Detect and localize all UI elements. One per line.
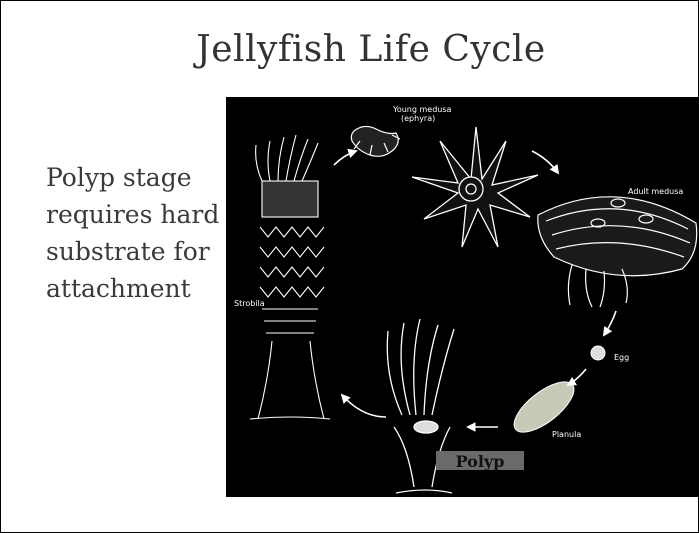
label-polyp: Polyp: [436, 451, 524, 470]
life-cycle-diagram: Young medusa (ephyra) Adult medusa Egg P…: [226, 97, 699, 497]
body-line: substrate for: [46, 233, 246, 270]
label-ephyra: (ephyra): [401, 114, 435, 123]
label-strobila: Strobila: [234, 299, 265, 308]
slide-title: Jellyfish Life Cycle: [1, 29, 699, 70]
body-line: requires hard: [46, 196, 246, 233]
label-egg: Egg: [614, 353, 629, 362]
label-young-medusa: Young medusa: [393, 105, 451, 114]
label-planula: Planula: [552, 430, 581, 439]
body-line: attachment: [46, 270, 246, 307]
strobila-illustration: [250, 135, 330, 419]
ephyra-illustration: [412, 127, 538, 247]
body-line: Polyp stage: [46, 159, 246, 196]
egg-illustration: [591, 346, 605, 360]
small-ephyra-illustration: [351, 126, 400, 156]
slide-body-text: Polyp stage requires hard substrate for …: [46, 159, 246, 307]
label-adult-medusa: Adult medusa: [628, 187, 683, 196]
life-cycle-illustration: [226, 97, 699, 497]
adult-medusa-illustration: [538, 197, 697, 307]
